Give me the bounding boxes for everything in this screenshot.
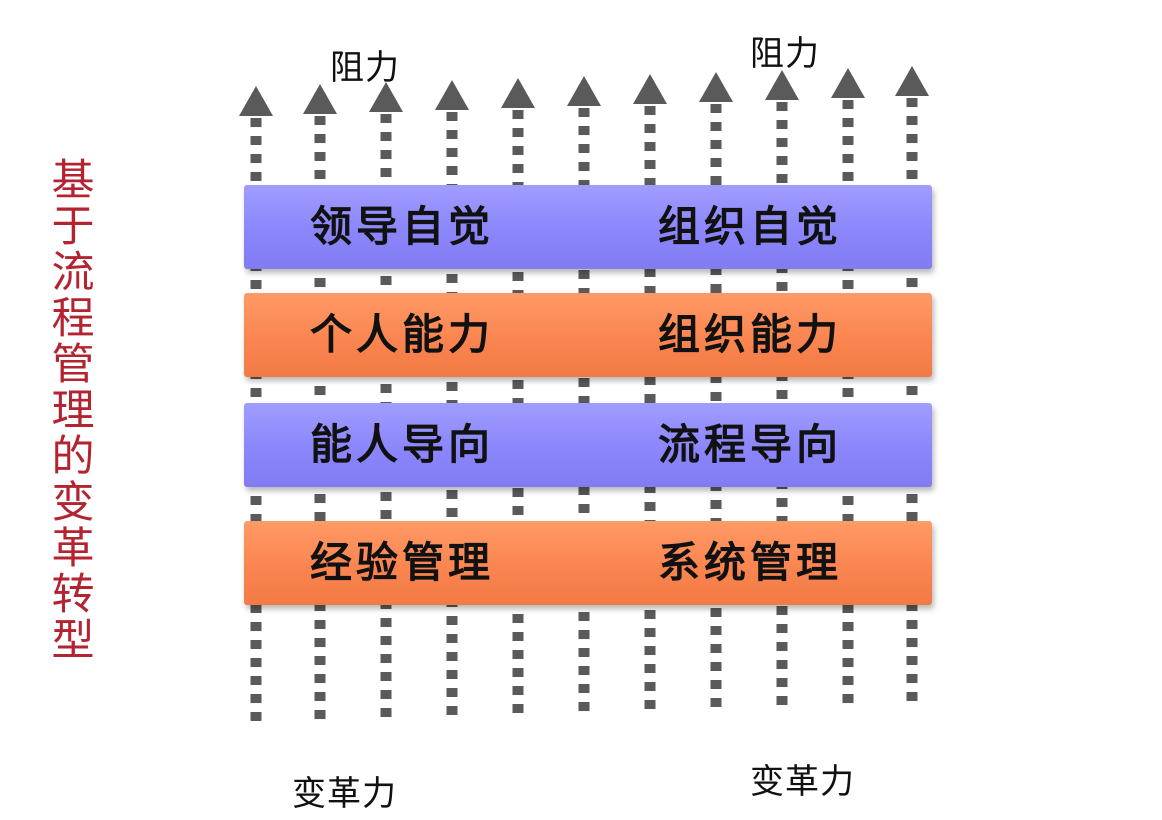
band-orientation-right-label: 流程导向 xyxy=(658,420,843,469)
band-management-right-label: 系统管理 xyxy=(658,538,843,587)
arrow-head xyxy=(831,68,865,98)
upward-arrow xyxy=(501,78,535,721)
band-management: 经验管理 系统管理 xyxy=(244,521,932,605)
upward-arrow xyxy=(369,82,403,726)
change-force-label-left: 变革力 xyxy=(292,774,397,814)
arrow-head xyxy=(895,66,929,96)
upward-arrow xyxy=(303,84,337,728)
upward-arrow xyxy=(831,68,865,709)
band-awareness: 领导自觉 组织自觉 xyxy=(244,185,932,269)
band-awareness-left-label: 领导自觉 xyxy=(310,202,495,251)
diagram-title: 基于流程管理的变革转型 xyxy=(51,156,95,666)
upward-arrow xyxy=(699,72,733,714)
band-awareness-right-label: 组织自觉 xyxy=(658,202,843,251)
arrow-head xyxy=(567,76,601,106)
resistance-label-left: 阻力 xyxy=(330,48,400,88)
band-management-left-label: 经验管理 xyxy=(310,538,495,587)
upward-arrow xyxy=(633,74,667,716)
band-capability-left-label: 个人能力 xyxy=(310,310,495,359)
band-capability: 个人能力 组织能力 xyxy=(244,293,932,377)
arrow-head xyxy=(239,86,273,116)
arrow-head xyxy=(369,82,403,112)
upward-arrow xyxy=(567,76,601,718)
arrow-head xyxy=(633,74,667,104)
change-force-label-right: 变革力 xyxy=(750,762,855,802)
arrow-head xyxy=(435,80,469,110)
resistance-label-right: 阻力 xyxy=(750,34,820,74)
arrow-head xyxy=(765,70,799,100)
arrow-head xyxy=(501,78,535,108)
band-capability-right-label: 组织能力 xyxy=(658,310,843,359)
arrow-head xyxy=(699,72,733,102)
upward-arrow xyxy=(765,70,799,711)
upward-arrow xyxy=(435,80,469,723)
band-orientation-left-label: 能人导向 xyxy=(310,420,495,469)
arrow-head xyxy=(303,84,337,114)
upward-arrow xyxy=(895,66,929,706)
band-orientation: 能人导向 流程导向 xyxy=(244,403,932,487)
